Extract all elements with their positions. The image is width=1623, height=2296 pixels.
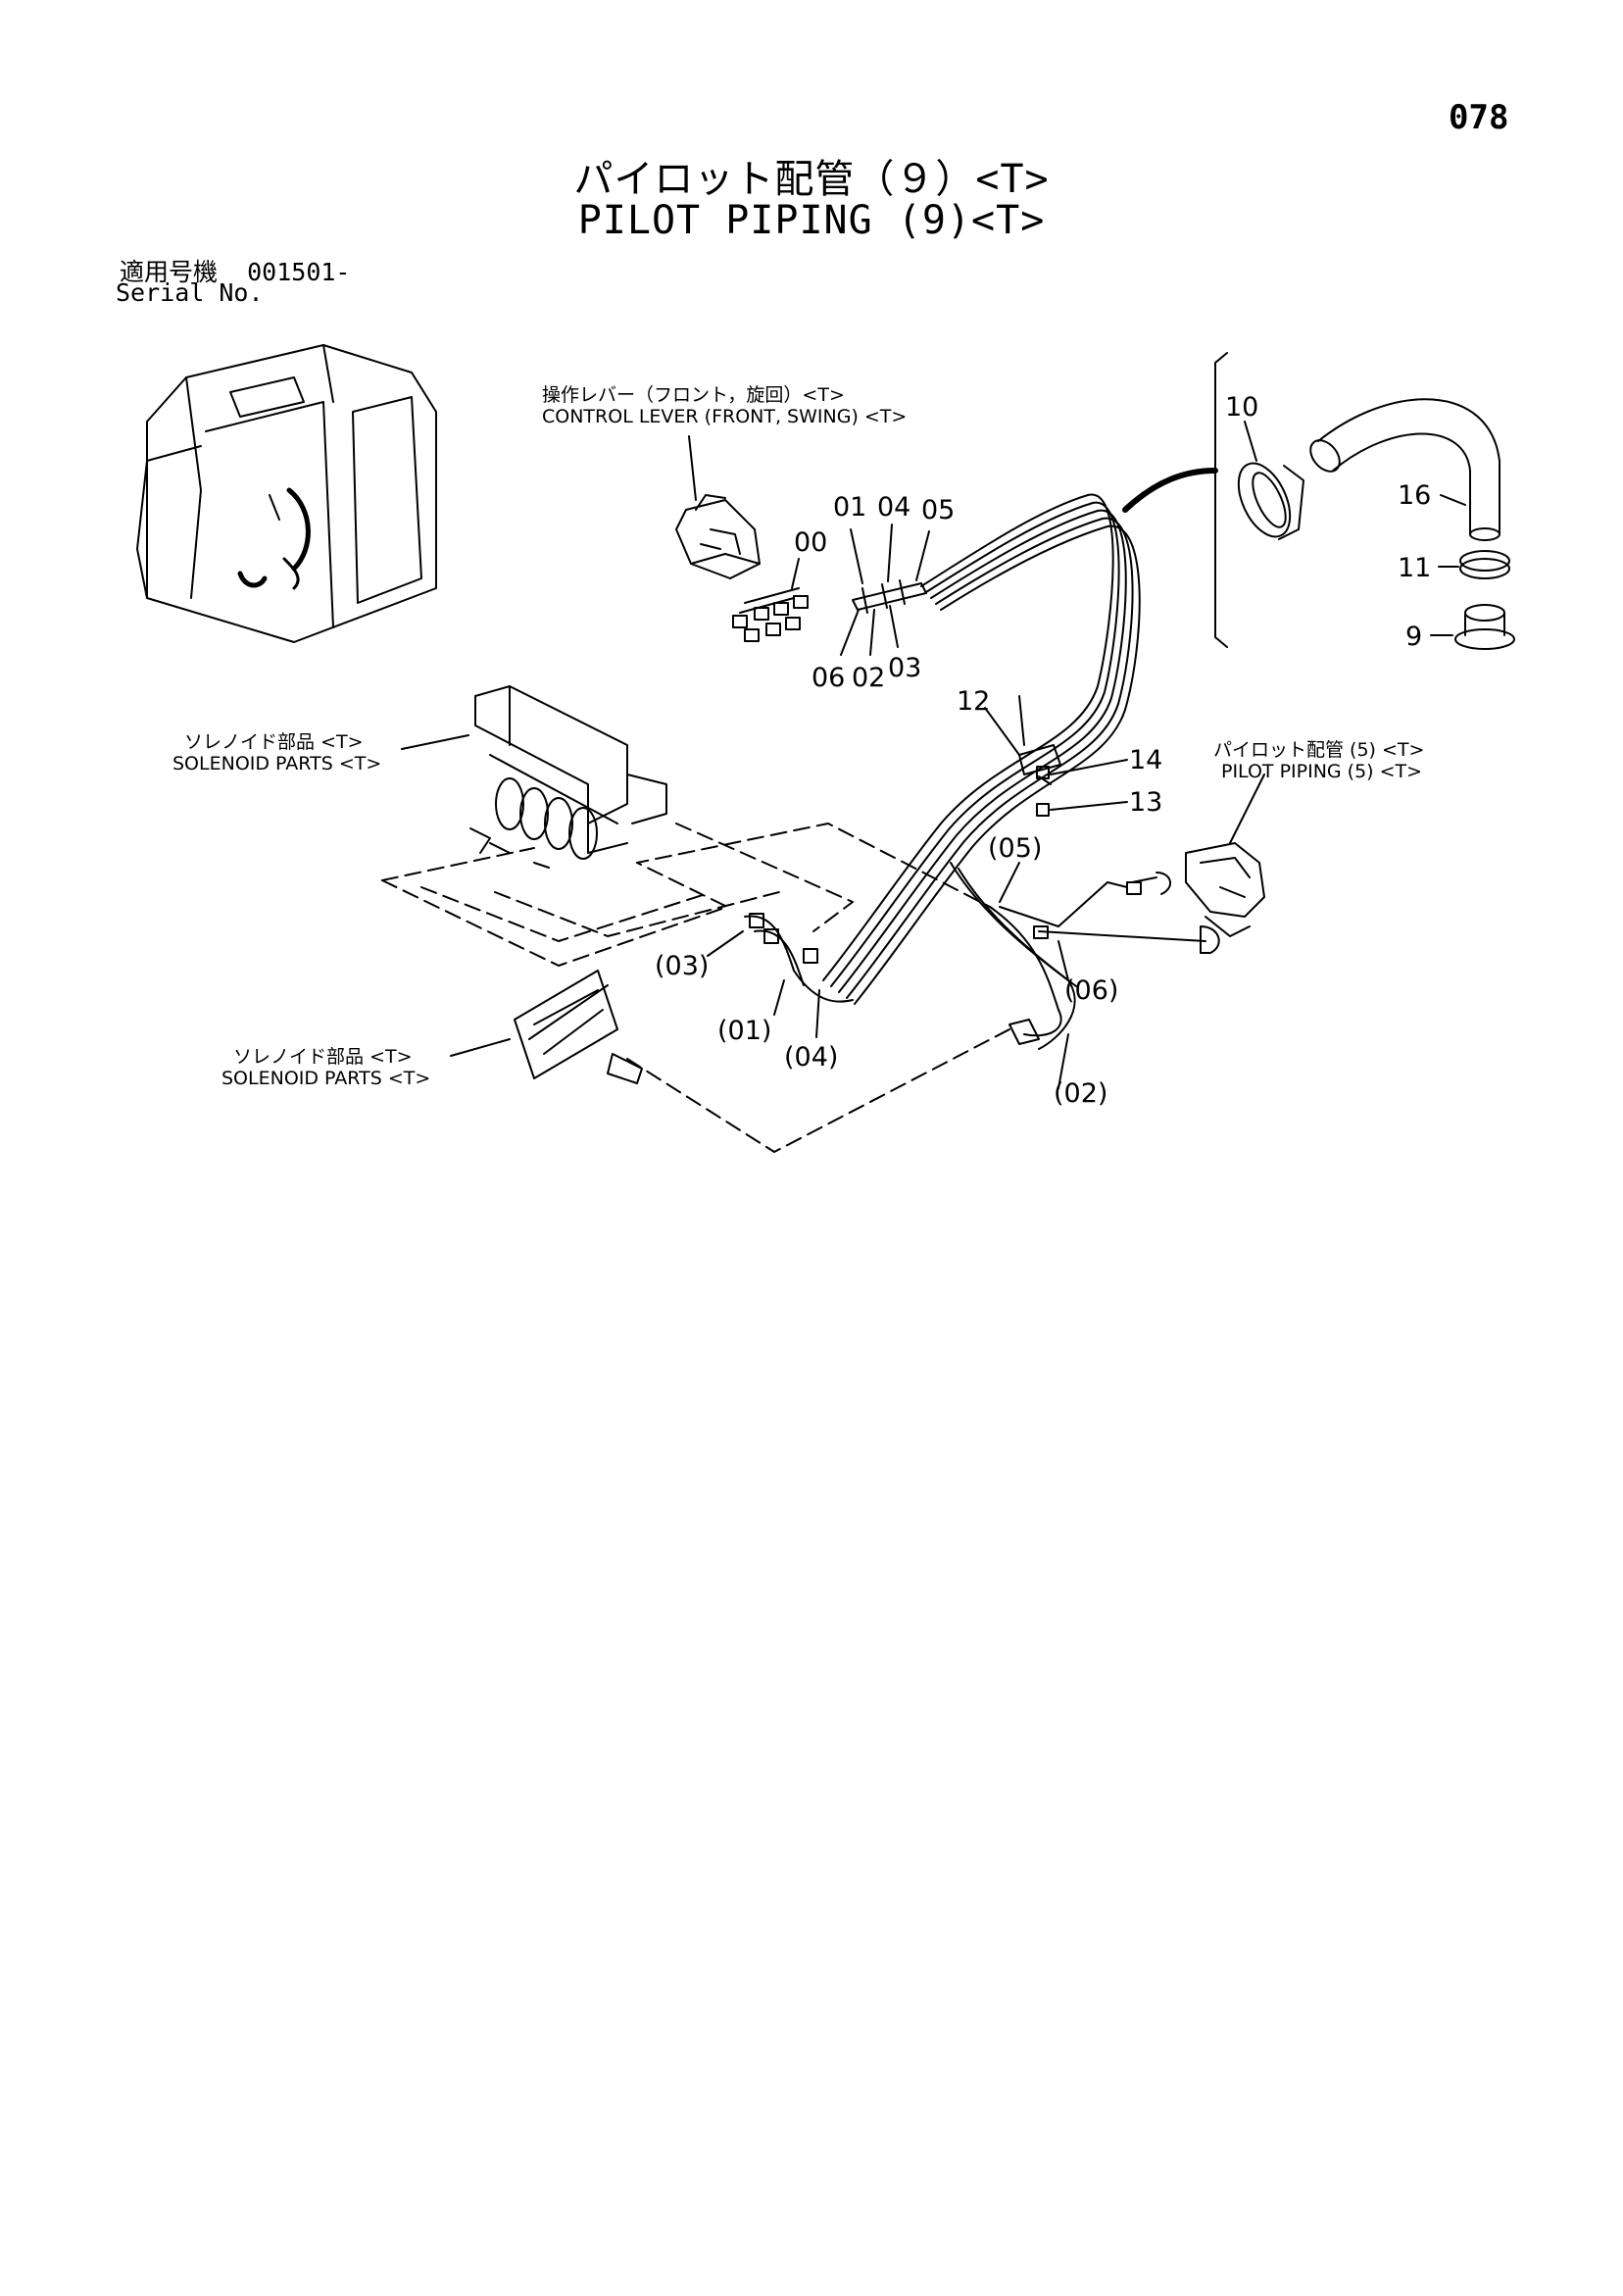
solenoid-parts-label-1-en: SOLENOID PARTS <T>	[172, 753, 382, 774]
part-00: 00	[794, 527, 828, 558]
detail-bracket	[1214, 352, 1228, 648]
routing-lines	[381, 823, 1010, 1153]
solenoid-parts-label-2-en: SOLENOID PARTS <T>	[221, 1068, 431, 1089]
hose-05: (05)	[988, 833, 1043, 864]
bolt-13	[1036, 801, 1128, 817]
control-lever-label-en: CONTROL LEVER (FRONT, SWING) <T>	[542, 406, 908, 427]
adapter-9	[1430, 604, 1515, 650]
leader-12	[1018, 695, 1025, 746]
part-04: 04	[877, 492, 911, 523]
part-11: 11	[1398, 553, 1432, 583]
part-14: 14	[1129, 745, 1163, 775]
part-9: 9	[1405, 622, 1423, 652]
solenoid-parts-label-2-jp: ソレノイド部品 <T>	[233, 1046, 413, 1068]
grommet-10	[1237, 421, 1304, 540]
pilot-piping-5-label-jp: パイロット配管 (5) <T>	[1213, 739, 1425, 761]
control-lever-label-jp: 操作レバー（フロント，旋回）<T>	[542, 384, 845, 406]
hose-ends	[707, 913, 854, 1038]
serial-value: 001501-	[247, 258, 351, 286]
part-02: 02	[852, 663, 886, 693]
part-01: 01	[833, 492, 867, 523]
solenoid-block-1	[401, 685, 667, 869]
part-13: 13	[1129, 787, 1163, 818]
hose-01: (01)	[717, 1016, 772, 1046]
hose-03: (03)	[655, 951, 710, 981]
serial-row: 適用号機 001501-	[120, 253, 350, 288]
hose-02: (02)	[1054, 1078, 1108, 1109]
part-06: 06	[812, 663, 846, 693]
part-05: 05	[921, 495, 956, 525]
hose-manifold	[840, 524, 930, 656]
hose-bundle	[822, 493, 1141, 1050]
part-12: 12	[957, 686, 991, 717]
hose-02	[989, 906, 1069, 1089]
serial-jp-label: 適用号機	[120, 258, 219, 286]
pilot-piping-5-component	[999, 774, 1265, 954]
clamp-11	[1438, 550, 1510, 579]
hose-04: (04)	[784, 1042, 839, 1073]
fitting-cluster-00	[732, 558, 809, 642]
pilot-piping-5-label-en: PILOT PIPING (5) <T>	[1221, 761, 1423, 782]
solenoid-block-2	[450, 970, 643, 1084]
leader-05	[999, 862, 1020, 903]
part-10: 10	[1225, 392, 1259, 423]
bolt-14	[1036, 759, 1128, 779]
part-03: 03	[888, 653, 922, 683]
part-16: 16	[1398, 480, 1432, 511]
page-number: 078	[1449, 98, 1509, 137]
cab-illustration	[136, 344, 437, 643]
detail-pointer	[1122, 468, 1218, 513]
leader-06	[1057, 940, 1069, 981]
serial-en-label: Serial No.	[116, 278, 264, 307]
solenoid-parts-label-1-jp: ソレノイド部品 <T>	[184, 731, 364, 753]
control-lever	[675, 435, 761, 579]
hose-16	[1309, 398, 1500, 541]
title-japanese: パイロット配管（９）<T>	[573, 157, 1050, 202]
title-english: PILOT PIPING (9)<T>	[577, 198, 1046, 243]
